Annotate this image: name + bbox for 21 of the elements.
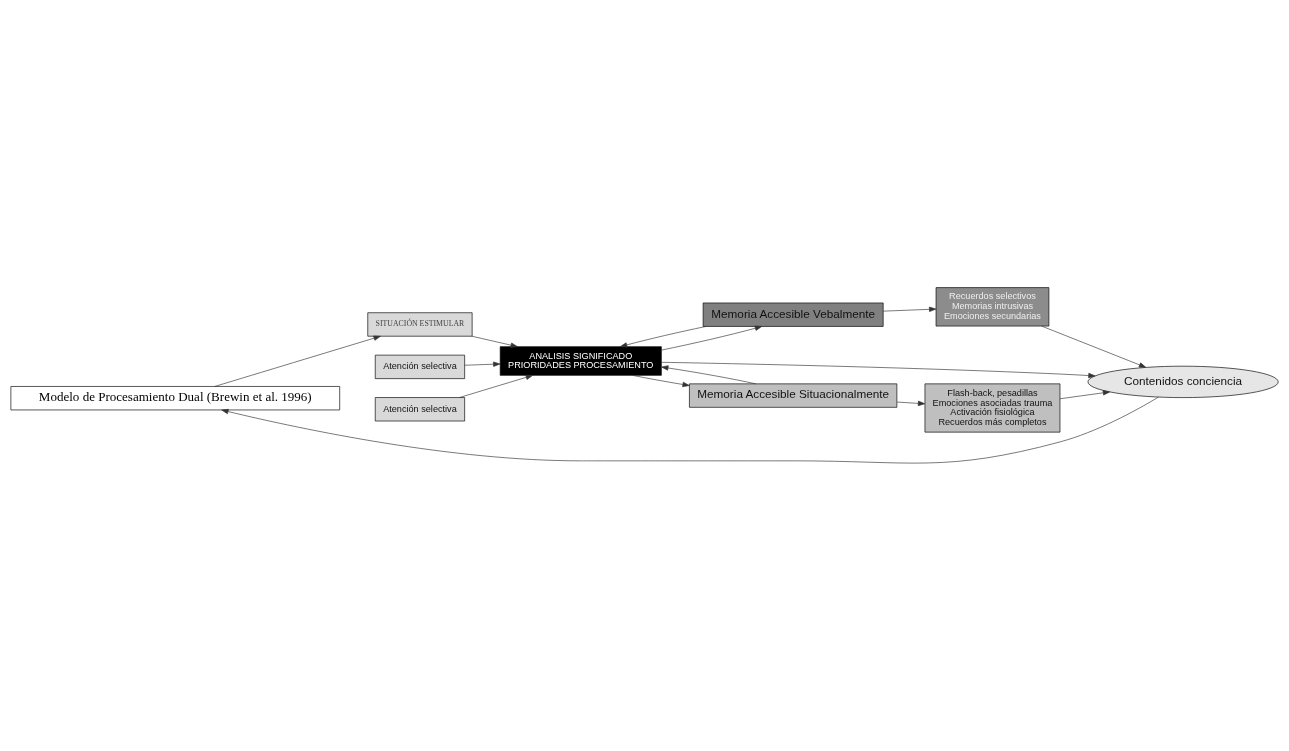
node-box: Atención selectiva	[374, 397, 465, 422]
arrow	[882, 306, 937, 312]
arrow	[1041, 325, 1147, 368]
node-box: Modelo de Procesamiento Dual (Brewin et al. 1996)	[10, 386, 341, 411]
node-box: Flash-back, pesadillas Emociones asociadas trauma Activación fisiológica Recuerdos más completos	[924, 383, 1061, 433]
node-box: ANALISIS SIGNIFICADO PRIORIDADES PROCESAMIENTO	[499, 346, 662, 376]
node-box: Memoria Accesible Vebalmente	[702, 302, 884, 327]
arrow	[1059, 390, 1111, 400]
arrow	[459, 374, 533, 398]
arrow	[896, 400, 926, 406]
arrow	[214, 335, 381, 387]
node-box: Atención selectiva	[374, 354, 465, 379]
arrow	[632, 375, 690, 388]
arrow	[464, 361, 501, 367]
arrow	[620, 326, 707, 348]
arrow	[661, 361, 1096, 379]
node-box: Recuerdos selectivos Memorias intrusivas Emociones secundarias	[935, 287, 1050, 327]
arrow	[661, 325, 763, 351]
arrow	[661, 365, 757, 385]
node-box: Memoria Accesible Situacionalmente	[689, 383, 898, 408]
arrow	[471, 335, 518, 348]
